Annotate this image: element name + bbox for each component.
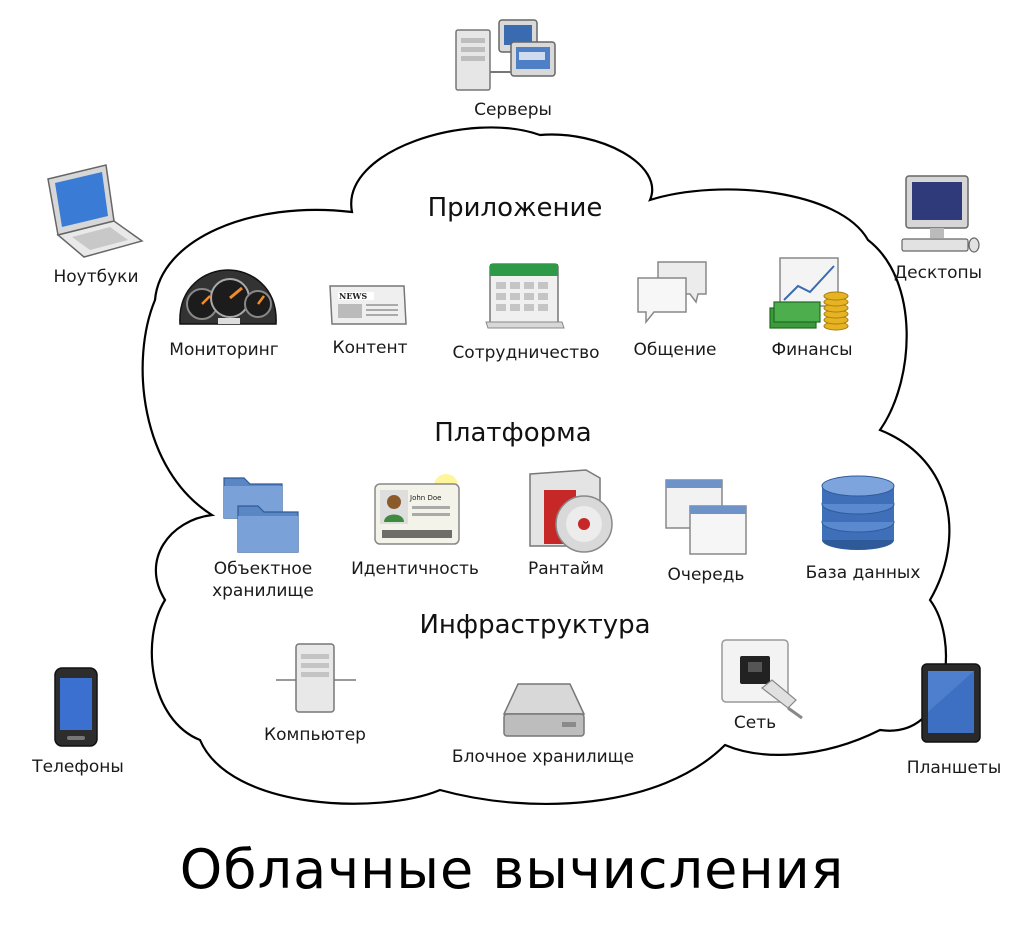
laptop-icon (47, 164, 144, 258)
network-icon (721, 639, 803, 720)
item-object-storage-label: Объектное хранилище (212, 559, 314, 601)
id-card-icon: John Doe (374, 474, 460, 545)
item-identity-label: Идентичность (351, 559, 479, 579)
item-compute-label: Компьютер (264, 725, 366, 745)
servers-label: Серверы (474, 100, 552, 120)
chat-icon (637, 261, 707, 325)
item-network-label: Сеть (733, 713, 777, 733)
item-monitoring-label: Мониторинг (169, 340, 279, 360)
server-icon (455, 19, 556, 91)
desktops-label: Десктопы (893, 263, 983, 283)
item-block-storage-label: Блочное хранилище (451, 747, 635, 767)
item-runtime-label: Рантайм (528, 559, 604, 579)
gauge-icon (179, 269, 277, 325)
newspaper-icon: NEWS (329, 285, 407, 325)
id-card-name: John Doe (409, 494, 441, 502)
folder-icon (223, 477, 299, 553)
item-finance-label: Финансы (771, 340, 853, 360)
runtime-icon (529, 469, 613, 553)
money-icon (769, 257, 849, 331)
database-icon (821, 475, 895, 550)
item-collaboration-label: Сотрудничество (452, 343, 600, 363)
item-content-label: Контент (332, 338, 408, 358)
application-heading: Приложение (427, 193, 603, 223)
laptops-label: Ноутбуки (53, 267, 139, 287)
item-database-label: База данных (805, 563, 921, 583)
platform-heading: Платформа (434, 418, 592, 448)
item-communication-label: Общение (633, 340, 717, 360)
tablet-icon (921, 663, 981, 743)
tablets-label: Планшеты (906, 758, 1002, 778)
computer-icon (276, 643, 356, 713)
newspaper-masthead: NEWS (339, 291, 367, 301)
hard-drive-icon (502, 683, 586, 737)
calendar-icon (485, 263, 565, 329)
phone-icon (54, 667, 98, 747)
phones-label: Телефоны (32, 757, 124, 777)
desktop-icon (901, 175, 980, 253)
item-queue-label: Очередь (667, 565, 745, 585)
queue-icon (665, 479, 747, 555)
infrastructure-heading: Инфраструктура (419, 610, 651, 640)
diagram-title: Облачные вычисления (179, 838, 845, 901)
